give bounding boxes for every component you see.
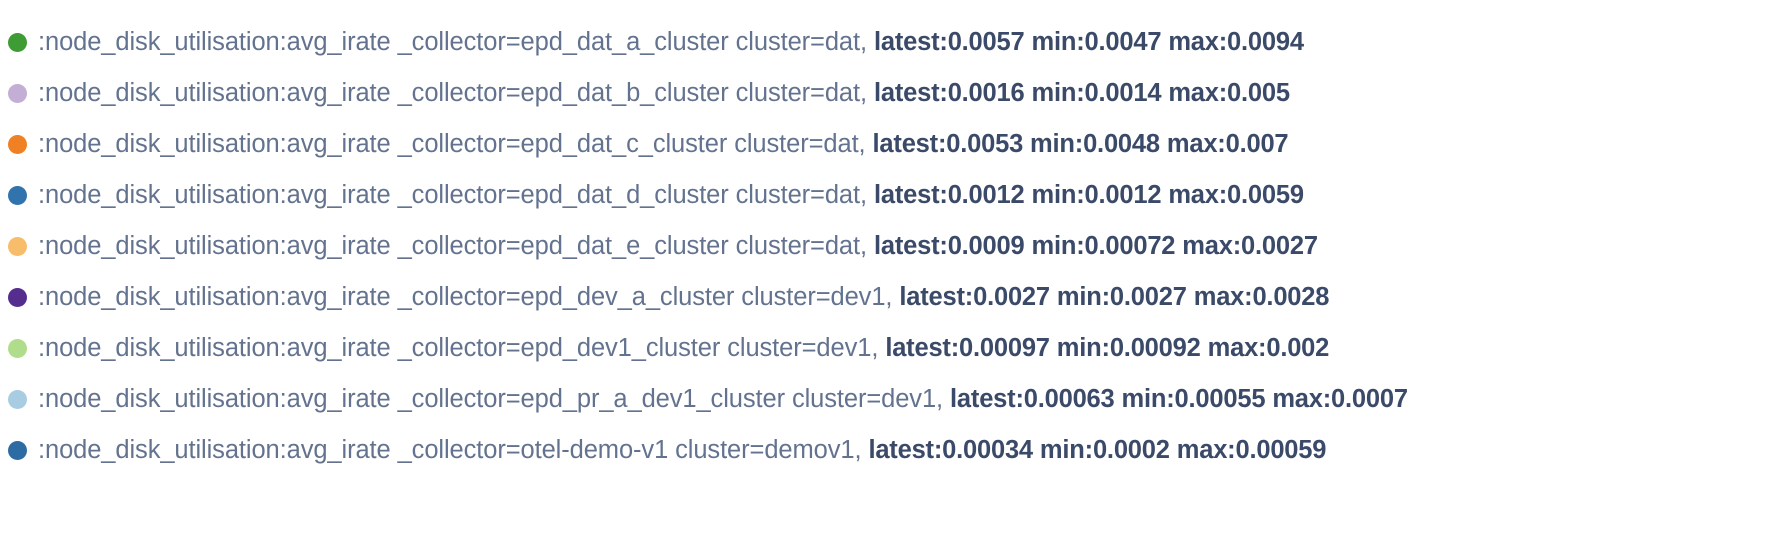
series-color-swatch-icon[interactable] [8,135,27,154]
series-color-swatch-icon[interactable] [8,186,27,205]
stat-min: min:0.0048 [1030,130,1160,158]
stat-max: max:0.0094 [1168,28,1304,56]
legend-row[interactable]: :node_disk_utilisation:avg_irate _collec… [0,119,1792,170]
series-metric-label: :node_disk_utilisation:avg_irate _collec… [38,79,867,107]
series-metric-label: :node_disk_utilisation:avg_irate _collec… [38,436,862,464]
series-metric-label: :node_disk_utilisation:avg_irate _collec… [38,181,867,209]
stat-min: min:0.0047 [1031,28,1162,56]
series-color-swatch-icon[interactable] [8,441,27,460]
legend-row[interactable]: :node_disk_utilisation:avg_irate _collec… [0,221,1792,272]
series-metric-label: :node_disk_utilisation:avg_irate _collec… [38,130,866,158]
legend-row[interactable]: :node_disk_utilisation:avg_irate _collec… [0,170,1792,221]
series-metric-label: :node_disk_utilisation:avg_irate _collec… [38,283,893,311]
legend-row[interactable]: :node_disk_utilisation:avg_irate _collec… [0,68,1792,119]
stat-latest: latest:0.0057 [873,28,1025,56]
stat-max: max:0.005 [1168,79,1290,107]
stat-max: max:0.002 [1207,334,1330,362]
stat-latest: latest:0.00097 [885,334,1050,362]
stat-min: min:0.0012 [1031,181,1162,209]
series-metric-label: :node_disk_utilisation:avg_irate _collec… [38,385,944,413]
series-metric-label: :node_disk_utilisation:avg_irate _collec… [38,334,879,362]
stat-min: min:0.00072 [1031,232,1176,260]
legend-row[interactable]: :node_disk_utilisation:avg_irate _collec… [0,374,1792,425]
series-color-swatch-icon[interactable] [8,288,27,307]
legend-row[interactable]: :node_disk_utilisation:avg_irate _collec… [0,323,1792,374]
series-metric-label: :node_disk_utilisation:avg_irate _collec… [38,232,867,260]
series-color-swatch-icon[interactable] [8,390,27,409]
stat-min: min:0.0002 [1039,436,1170,464]
series-metric-label: :node_disk_utilisation:avg_irate _collec… [38,28,867,56]
stat-latest: latest:0.0012 [873,181,1025,209]
series-color-swatch-icon[interactable] [8,84,27,103]
stat-latest: latest:0.0016 [873,79,1025,107]
stat-latest: latest:0.0027 [899,283,1050,311]
stat-max: max:0.00059 [1176,436,1327,464]
stat-max: max:0.0059 [1168,181,1304,209]
legend-row[interactable]: :node_disk_utilisation:avg_irate _collec… [0,425,1792,476]
stat-min: min:0.0027 [1056,283,1187,311]
stat-max: max:0.0007 [1272,385,1408,413]
series-color-swatch-icon[interactable] [8,339,27,358]
stat-min: min:0.00055 [1121,385,1266,413]
legend-row[interactable]: :node_disk_utilisation:avg_irate _collec… [0,17,1792,68]
legend-row[interactable]: :node_disk_utilisation:avg_irate _collec… [0,272,1792,323]
stat-max: max:0.007 [1166,130,1289,158]
stat-min: min:0.0014 [1031,79,1162,107]
series-color-swatch-icon[interactable] [8,33,27,52]
stat-latest: latest:0.0009 [873,232,1025,260]
stat-latest: latest:0.0053 [872,130,1024,158]
stat-min: min:0.00092 [1056,334,1201,362]
stat-latest: latest:0.00034 [868,436,1033,464]
stat-latest: latest:0.00063 [950,385,1115,413]
stat-max: max:0.0027 [1182,232,1318,260]
stat-max: max:0.0028 [1193,283,1330,311]
series-color-swatch-icon[interactable] [8,237,27,256]
